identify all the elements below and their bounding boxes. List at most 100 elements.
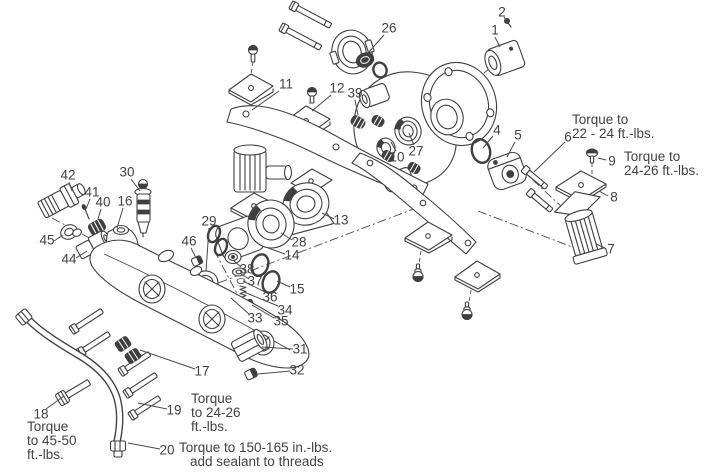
- drawing-oring-top: [372, 61, 388, 79]
- part-callout-15: 15: [289, 281, 305, 297]
- drawing-top-bolts: [278, 0, 332, 51]
- leader-line-5: [506, 141, 516, 158]
- drawing-tube-20: [15, 308, 127, 458]
- leader-line-42: [68, 181, 73, 192]
- leader-line-45: [53, 234, 64, 242]
- drawing-fitting-42: [37, 183, 86, 219]
- leader-line-40: [97, 208, 102, 220]
- leader-line-9: [597, 157, 607, 161]
- leader-line-20: [127, 442, 161, 450]
- drawing-gasket-band: [351, 152, 477, 255]
- note-torque-9-line-2: 24-26 ft.-lbs.: [624, 163, 700, 178]
- part-callout-2: 2: [498, 4, 506, 20]
- drawing-crankcase: [350, 61, 498, 193]
- drawing-plate-12a: [228, 73, 274, 106]
- leader-line-13: [321, 212, 335, 220]
- leader-line-35: [251, 304, 275, 319]
- part-callout-11: 11: [278, 76, 294, 92]
- drawing-housing-13: [282, 182, 335, 237]
- leader-line-19: [137, 402, 168, 410]
- leader-line-17: [139, 349, 196, 370]
- leader-line-32: [257, 370, 291, 375]
- drawing-piston-7: [554, 191, 608, 265]
- drawing-oring-15a: [250, 253, 270, 277]
- drawing-screw-12: [306, 86, 318, 104]
- part-callout-10: 10: [389, 149, 405, 165]
- part-callout-38: 38: [239, 261, 255, 277]
- drawing-oring-29b: [213, 237, 229, 257]
- drawing-bushing-1: [484, 39, 526, 77]
- leader-line-37: [240, 273, 250, 280]
- part-callout-18: 18: [33, 406, 49, 422]
- part-callout-6: 6: [564, 129, 572, 145]
- part-callout-33: 33: [247, 310, 263, 326]
- part-callout-26: 26: [381, 20, 397, 36]
- leader-line-7: [595, 243, 606, 249]
- leader-line-11: [251, 90, 280, 111]
- leader-line-34: [243, 291, 279, 307]
- note-torque-20-line-1: Torque to 150-165 in.-lbs.: [179, 440, 333, 455]
- drawing-manifold: [89, 239, 310, 369]
- leader-line-36: [242, 280, 266, 293]
- drawing-screw-9: [585, 148, 599, 164]
- note-torque-18-line-3: ft.-lbs.: [27, 447, 64, 462]
- note-torque-19-line-1: Torque: [191, 391, 233, 406]
- leader-line-26: [367, 34, 385, 54]
- part-callout-41: 41: [84, 184, 100, 200]
- part-callout-20: 20: [159, 442, 175, 458]
- part-callout-29: 29: [201, 213, 217, 229]
- drawing-pin-41: [81, 204, 90, 220]
- part-callout-37: 37: [247, 273, 263, 289]
- part-callout-36: 36: [262, 289, 278, 305]
- leader-line-38: [233, 260, 242, 268]
- part-callout-1: 1: [491, 22, 499, 38]
- drawing-plug-46: [190, 255, 204, 267]
- drawing-mounting-bolts: [55, 308, 161, 421]
- leader-line-28: [280, 232, 293, 241]
- leader-line-29: [205, 227, 210, 272]
- drawing-bolts-6: [520, 165, 554, 213]
- drawing-retainer-nut: [329, 29, 375, 75]
- callout-leader-lines: [45, 16, 609, 450]
- drawing-washer-37: [231, 267, 247, 277]
- part-callout-13: 13: [333, 212, 349, 228]
- leader-line-27: [408, 132, 415, 146]
- drawing-valve-30: [134, 178, 152, 238]
- part-callout-16: 16: [117, 193, 133, 209]
- drawing-bearing-28: [247, 199, 295, 249]
- note-torque-20-line-2: add sealant to threads: [190, 454, 324, 469]
- part-callout-42: 42: [60, 167, 76, 183]
- part-callout-40: 40: [95, 194, 111, 210]
- drawing-piston-middle: [233, 144, 293, 193]
- part-callout-7: 7: [607, 241, 615, 257]
- leader-line-31: [261, 346, 294, 350]
- note-torque-20: Torque to 150-165 in.-lbs.add sealant to…: [179, 441, 332, 469]
- leader-line-10: [390, 141, 397, 152]
- drawing-bulb-screw-a: [412, 263, 424, 283]
- part-callout-35: 35: [273, 313, 289, 329]
- part-callout-32: 32: [289, 362, 305, 378]
- drawing-screw-11a: [247, 44, 259, 63]
- leader-line-46: [190, 247, 197, 259]
- note-torque-6-line-2: 22 - 24 ft.-lbs.: [572, 126, 655, 141]
- drawing-plate-bottom-a: [404, 221, 453, 254]
- note-torque-18-line-1: Torque: [27, 419, 69, 434]
- leader-line-6: [533, 141, 566, 173]
- leader-line-41: [85, 198, 91, 210]
- part-callout-4: 4: [493, 122, 501, 138]
- drawing-spring-34: [239, 285, 247, 299]
- leader-line-12: [311, 94, 332, 112]
- note-torque-19-line-3: ft.-lbs.: [191, 419, 228, 434]
- part-callout-19: 19: [166, 402, 182, 418]
- part-callout-28: 28: [291, 234, 307, 250]
- leader-line-44: [75, 250, 88, 259]
- drawing-bearing-cover-5: [487, 151, 527, 191]
- drawing-bulb-screw-b: [461, 301, 473, 321]
- part-callout-27: 27: [408, 143, 424, 159]
- part-callout-5: 5: [514, 127, 522, 143]
- part-callout-34: 34: [277, 302, 293, 318]
